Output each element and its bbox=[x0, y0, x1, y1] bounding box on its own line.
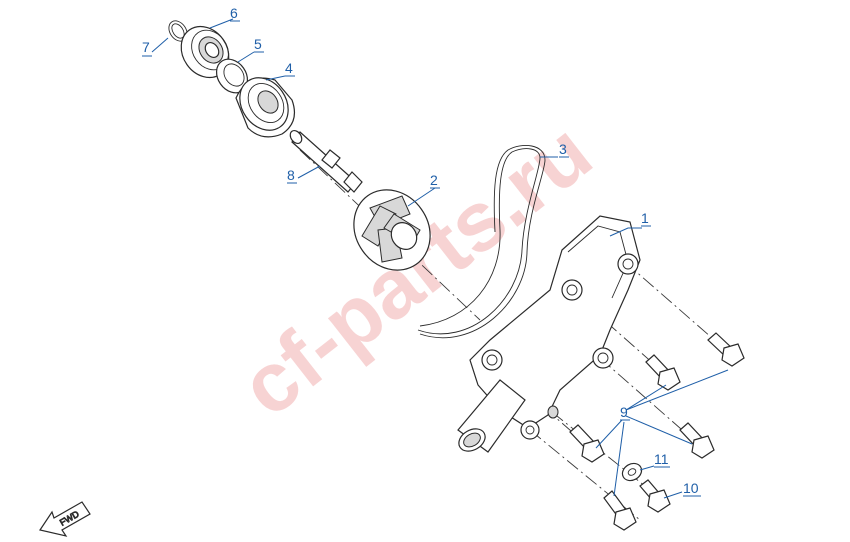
callout-labels: 1 2 3 4 5 6 7 8 9 10 11 bbox=[142, 5, 701, 497]
callout-7: 7 bbox=[142, 39, 150, 55]
o-ring-gasket-part bbox=[417, 144, 546, 339]
bolt-part-group bbox=[569, 332, 745, 531]
callout-1: 1 bbox=[641, 210, 649, 226]
pump-housing-part bbox=[457, 215, 641, 453]
callout-8: 8 bbox=[287, 167, 295, 183]
callout-6: 6 bbox=[230, 5, 238, 21]
leader-8 bbox=[297, 165, 321, 179]
bolt-5 bbox=[603, 490, 637, 531]
leader-9d bbox=[595, 419, 623, 449]
leader-9e bbox=[613, 421, 625, 497]
callout-9: 9 bbox=[620, 404, 628, 420]
leader-9c bbox=[625, 415, 693, 445]
bolt-3 bbox=[679, 422, 715, 459]
callout-10: 10 bbox=[683, 480, 699, 496]
bolt-1 bbox=[707, 332, 745, 367]
leader-9b bbox=[625, 384, 667, 411]
leader-6 bbox=[209, 18, 234, 29]
bolt-2 bbox=[645, 354, 681, 391]
callout-11: 11 bbox=[654, 451, 669, 467]
leader-lines bbox=[151, 18, 729, 499]
leader-11 bbox=[639, 465, 655, 471]
callout-2: 2 bbox=[430, 172, 438, 188]
leader-1 bbox=[609, 227, 642, 237]
bolt-4 bbox=[569, 424, 605, 463]
forward-direction-arrow: FWD bbox=[39, 501, 91, 537]
bolt-axis-line-6 bbox=[551, 411, 661, 499]
callout-4: 4 bbox=[285, 60, 293, 76]
sealing-washer-part bbox=[621, 462, 643, 482]
leader-9a bbox=[625, 369, 729, 411]
leader-10 bbox=[663, 491, 683, 499]
leader-5 bbox=[237, 51, 255, 63]
callout-5: 5 bbox=[254, 36, 262, 52]
water-seal-part bbox=[235, 77, 295, 138]
leader-2 bbox=[407, 187, 436, 207]
callout-3: 3 bbox=[559, 141, 567, 157]
leader-7 bbox=[151, 37, 169, 53]
drain-bolt-part bbox=[639, 479, 671, 513]
impeller-part bbox=[353, 189, 431, 271]
leader-4 bbox=[265, 75, 286, 81]
pump-shaft-part bbox=[289, 129, 363, 193]
